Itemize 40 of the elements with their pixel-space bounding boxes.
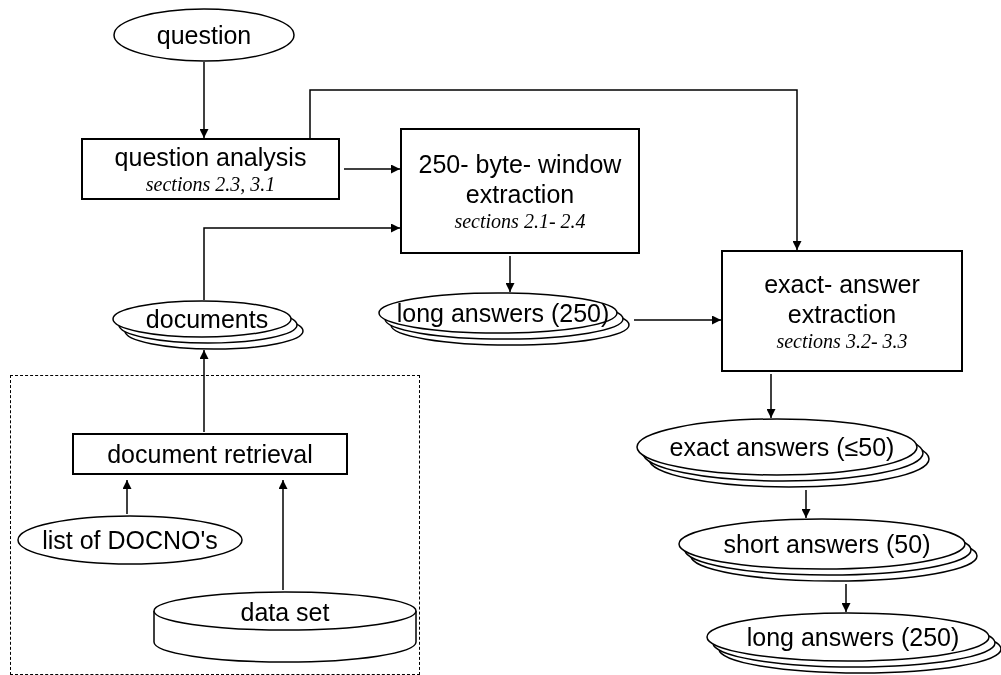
node-title: exact- answer extraction [763,269,921,329]
arrow [203,223,401,301]
arrow [199,61,209,139]
process-box [72,433,348,475]
node-title: documents [145,304,269,334]
dashed-group-box [10,375,420,675]
arrow [199,349,209,433]
arrow [766,373,776,419]
process-box [400,128,640,254]
section-reference: sections 2.3, 3.1 [145,172,276,196]
ellipse-node [17,515,243,565]
database-cylinder [153,591,417,663]
arrow [278,479,288,591]
node-title: 250- byte- window extraction [417,149,623,209]
stacked-ellipse-node [706,612,1000,674]
stacked-ellipse-node [636,418,928,488]
node-title: long answers (250) [396,298,610,328]
node-title: question analysis [114,142,307,172]
node-title: short answers (50) [723,529,931,559]
arrow [505,255,515,293]
stacked-ellipse-node [678,518,976,582]
node-title: question [156,20,252,50]
arrow [801,489,811,519]
node-title: list of DOCNO's [42,525,218,555]
stacked-ellipse-node [378,292,628,346]
node-title: data set [240,597,330,627]
node-title: document retrieval [107,439,313,469]
node-title: long answers (250) [746,622,960,652]
ellipse-node [113,8,295,62]
arrow [309,89,802,251]
stacked-ellipse-node [112,300,302,350]
arrow [633,315,722,325]
section-reference: sections 2.1- 2.4 [454,209,586,233]
process-box [721,250,963,372]
section-reference: sections 3.2- 3.3 [776,329,908,353]
node-title: exact answers (≤50) [669,432,895,462]
arrow [343,164,401,174]
process-box [81,138,340,200]
arrow [841,583,851,613]
arrow [122,479,132,515]
